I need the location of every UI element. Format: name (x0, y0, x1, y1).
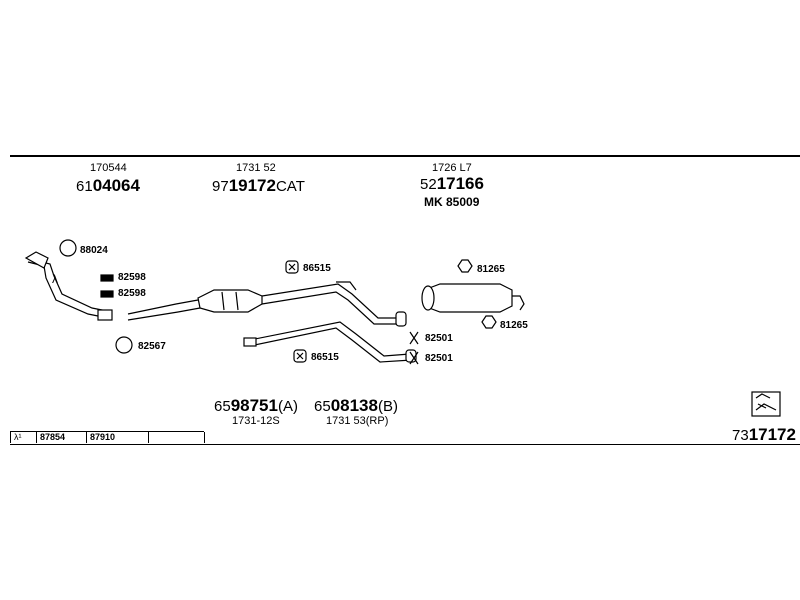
kit-number: 7317172 (732, 425, 796, 444)
rear-silencer (423, 283, 513, 313)
part-oe-4: 1731-12S (232, 415, 280, 427)
label-82598-a: 82598 (118, 272, 146, 283)
clamp-icon-a (100, 274, 114, 282)
clamp-82501-icon-b (409, 351, 419, 365)
part-oe-1: 170544 (90, 162, 127, 174)
part-oe-3: 1726 L7 (432, 162, 472, 174)
label-82598-b: 82598 (118, 288, 146, 299)
part-number-1: 6104064 (76, 176, 140, 195)
part-number-4: 6598751(A) (214, 396, 298, 415)
mount-icon-b (481, 315, 497, 329)
gasket-icon (59, 239, 77, 257)
catalytic-converter (197, 289, 263, 313)
part-number-3: 5217166 (420, 174, 484, 193)
label-82501-b: 82501 (425, 353, 453, 364)
label-81265-a: 81265 (477, 264, 505, 275)
label-82501-a: 82501 (425, 333, 453, 344)
table-head: λ¹ (10, 432, 36, 443)
bottom-rule (10, 444, 800, 445)
rear-pipe (249, 321, 411, 357)
ring-icon (115, 336, 133, 354)
clamp-82501-icon-a (409, 331, 419, 345)
top-rule (10, 155, 800, 157)
table-cell-2: 87910 (86, 432, 148, 443)
label-88024: 88024 (80, 245, 108, 256)
mount-icon-a (457, 259, 473, 273)
reference-table (10, 431, 204, 445)
part-oe-2: 1731 52 (236, 162, 276, 174)
part-number-5: 6508138(B) (314, 396, 398, 415)
part-number-2: 9719172CAT (212, 176, 305, 195)
front-pipe (27, 261, 109, 319)
label-82567: 82567 (138, 341, 166, 352)
clamp-icon-b (100, 290, 114, 298)
middle-pipe (127, 299, 199, 315)
label-81265-b: 81265 (500, 320, 528, 331)
part-subnumber-3: MK 85009 (424, 195, 480, 209)
table-cell-3 (148, 432, 205, 443)
table-cell-1: 87854 (36, 432, 86, 443)
lambda-label: λ (52, 272, 58, 286)
label-86515-a: 86515 (303, 263, 331, 274)
label-86515-b: 86515 (311, 352, 339, 363)
part-oe-5: 1731 53(RP) (326, 415, 389, 427)
